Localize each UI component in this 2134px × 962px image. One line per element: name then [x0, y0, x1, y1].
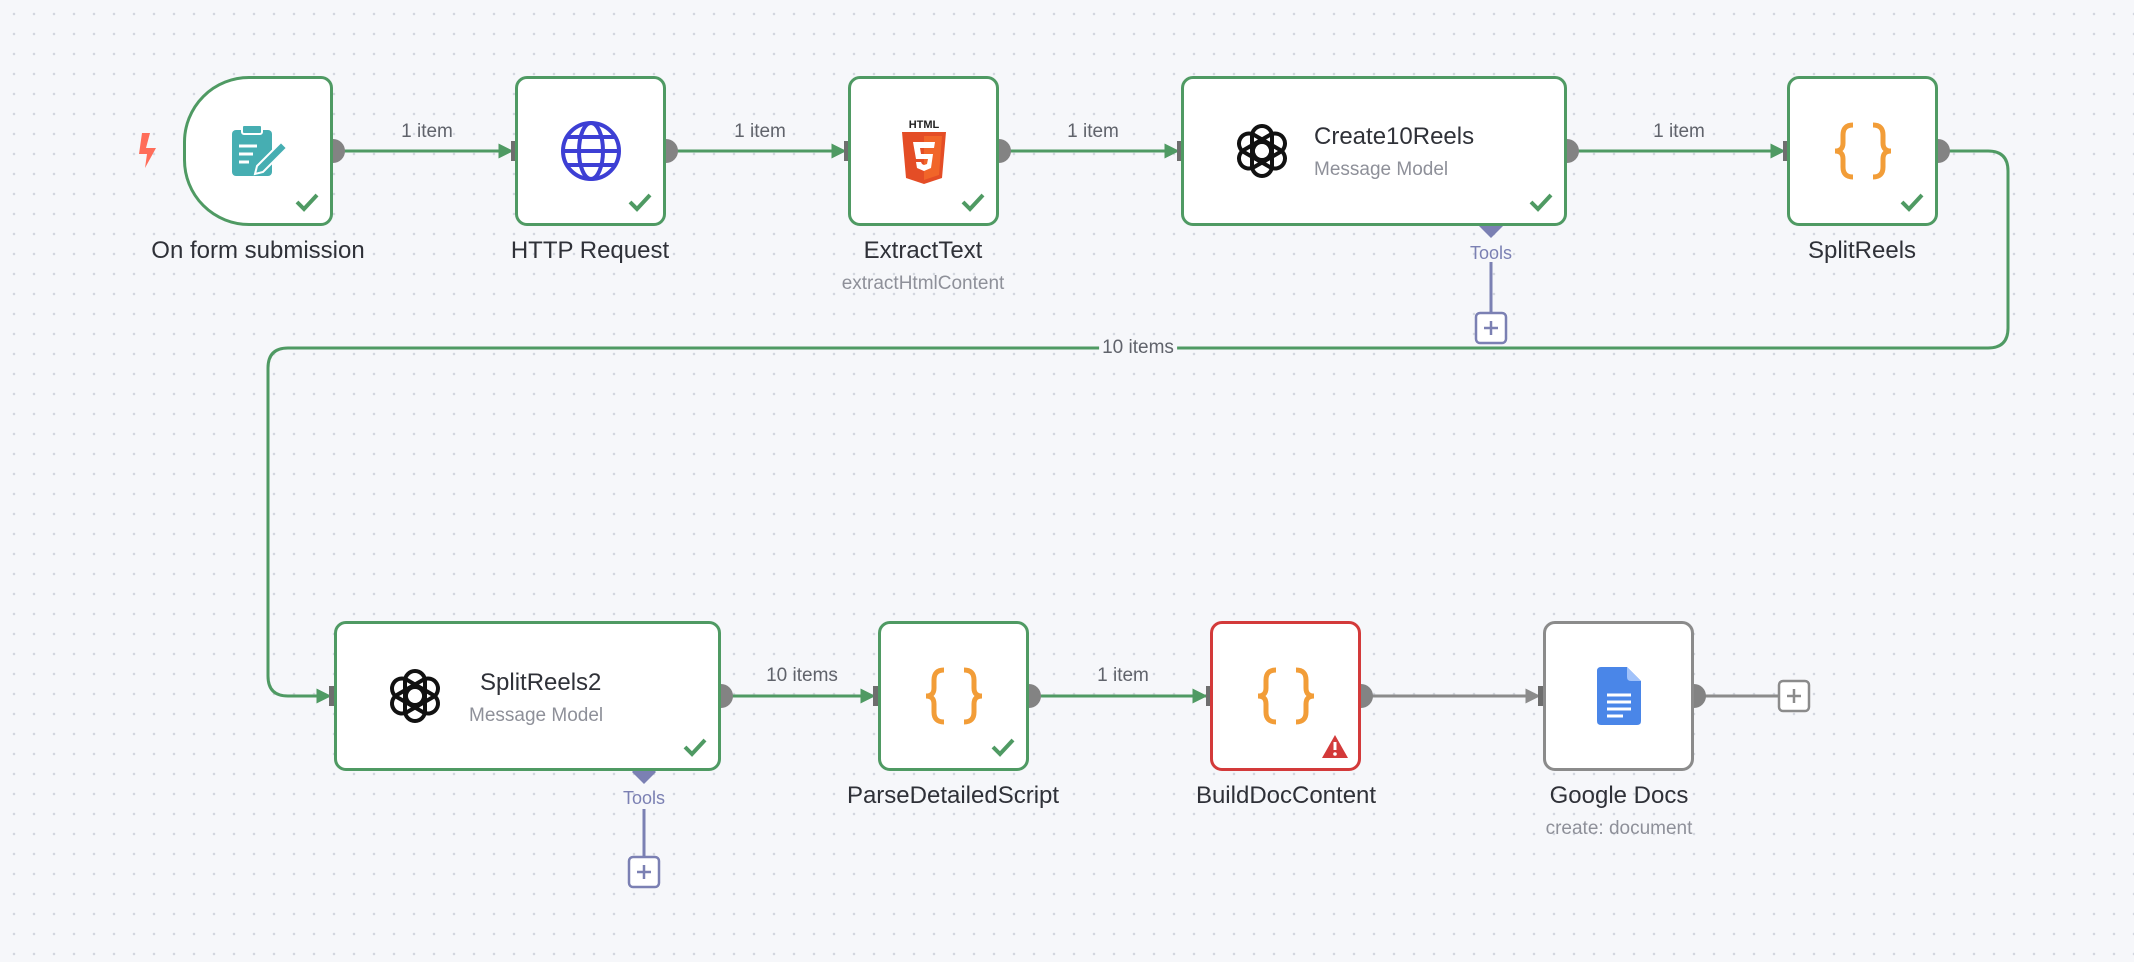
node-title-gdocs: Google Docs	[1549, 782, 1689, 809]
tools-label-create: Tools	[1469, 243, 1513, 263]
checkmark-icon	[961, 193, 985, 212]
node-splitreels2[interactable]: SplitReels2 Message Model	[334, 621, 721, 771]
checkmark-icon	[683, 738, 707, 757]
input-port-parse[interactable]	[873, 686, 882, 706]
edge-label-http-extract: 1 item	[734, 121, 786, 142]
plus-icon	[1484, 321, 1498, 335]
checkmark-icon	[628, 193, 652, 212]
checkmark-icon	[1529, 193, 1553, 212]
curly-braces-icon	[1834, 122, 1891, 180]
checkmark-icon	[1900, 193, 1924, 212]
edge-label-split-split2: 10 items	[1099, 337, 1177, 359]
node-title-split: SplitReels	[1807, 237, 1917, 264]
svg-text:HTML: HTML	[908, 119, 939, 131]
node-subtitle-create: Message Model	[1314, 159, 1449, 180]
node-subtitle-split2: Message Model	[469, 705, 604, 726]
node-title-form: On form submission	[151, 237, 365, 264]
node-title-http: HTTP Request	[510, 237, 670, 264]
node-builddoccontent[interactable]	[1210, 621, 1361, 771]
add-tool-button-create[interactable]	[1474, 311, 1508, 345]
lightning-icon	[139, 133, 156, 168]
checkmark-icon	[295, 193, 319, 212]
edge-label-split2-parse: 10 items	[766, 665, 838, 686]
add-tool-button-split2[interactable]	[627, 855, 661, 889]
edge-label-extract-create: 1 item	[1067, 121, 1119, 142]
node-subtitle-extract: extractHtmlContent	[841, 273, 1005, 294]
node-parsedetailedscript[interactable]	[878, 621, 1029, 771]
edge-label-create-split: 1 item	[1653, 121, 1705, 142]
warning-icon	[1322, 735, 1348, 758]
edge-label-form-http: 1 item	[401, 121, 453, 142]
node-title-create: Create10Reels	[1314, 123, 1475, 150]
curly-braces-icon	[925, 667, 982, 725]
input-port-gdocs[interactable]	[1538, 686, 1547, 706]
node-title-split2: SplitReels2	[480, 669, 602, 696]
plus-icon	[1787, 689, 1801, 703]
node-title-extract: ExtractText	[863, 237, 983, 264]
input-port-split2[interactable]	[329, 686, 338, 706]
globe-icon	[560, 121, 621, 181]
add-node-button[interactable]	[1777, 679, 1811, 713]
node-http-request[interactable]	[515, 76, 666, 226]
node-title-parse: ParseDetailedScript	[846, 782, 1060, 809]
node-on-form-submission[interactable]	[183, 76, 333, 226]
node-create10reels[interactable]: Create10Reels Message Model	[1181, 76, 1567, 226]
checkmark-icon	[991, 738, 1015, 757]
google-docs-icon	[1596, 667, 1641, 725]
connection-split-split2[interactable]	[266, 149, 2010, 704]
form-pencil-icon	[232, 124, 289, 176]
node-extract-text[interactable]: HTML	[848, 76, 999, 226]
openai-icon	[1237, 124, 1287, 178]
curly-braces-icon	[1257, 667, 1314, 725]
node-splitreels[interactable]	[1787, 76, 1938, 226]
plus-icon	[637, 865, 651, 879]
tools-label-split2: Tools	[622, 788, 666, 808]
node-title-build: BuildDocContent	[1195, 782, 1377, 809]
html5-icon: HTML	[901, 119, 946, 184]
node-subtitle-gdocs: create: document	[1545, 818, 1693, 839]
edge-label-parse-build: 1 item	[1097, 665, 1149, 686]
openai-icon	[390, 669, 440, 723]
node-google-docs[interactable]	[1543, 621, 1694, 771]
